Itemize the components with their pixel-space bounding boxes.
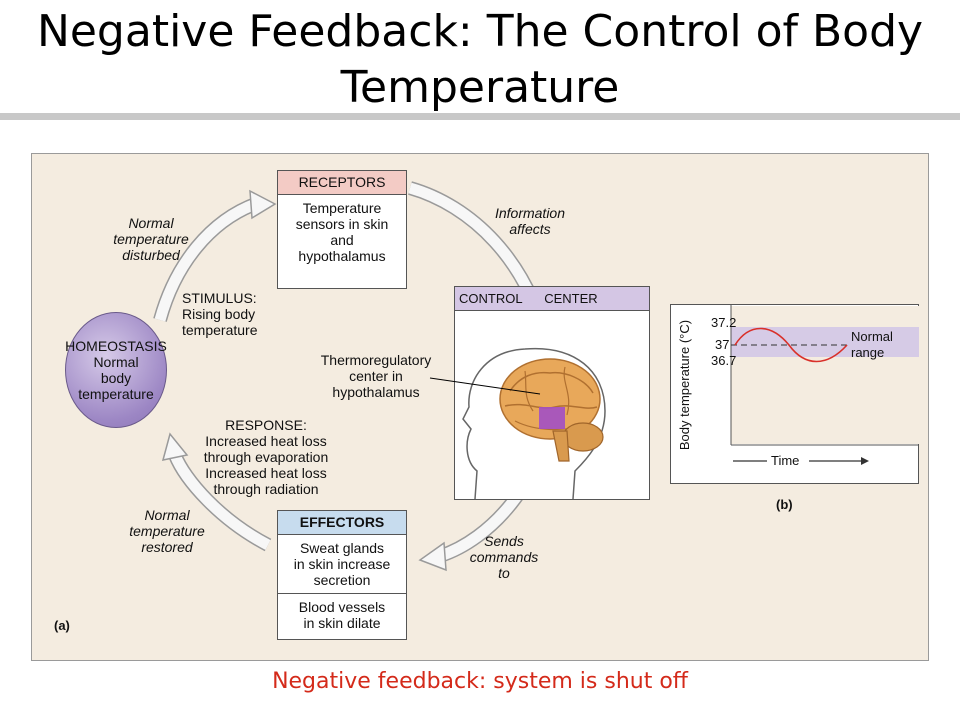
homeostasis-circle: HOMEOSTASIS Normal body temperature <box>65 312 167 428</box>
effectors-body-vessels: Blood vessels in skin dilate <box>278 593 406 636</box>
receptors-line: sensors in skin <box>295 216 389 232</box>
label-line: Increased heat loss <box>205 465 327 481</box>
label-line: Information <box>494 205 566 221</box>
receptors-body: Temperature sensors in skin and hypothal… <box>278 195 406 269</box>
receptors-box: RECEPTORS Temperature sensors in skin an… <box>277 170 407 289</box>
effectors-line: in skin dilate <box>303 615 381 631</box>
label-line: Increased heat loss <box>205 433 327 449</box>
label-line: through radiation <box>213 481 319 497</box>
effectors-body-sweat: Sweat glands in skin increase secretion <box>278 535 406 593</box>
graph-plot-area <box>731 306 919 444</box>
label-line: Rising body <box>182 306 256 322</box>
graph-svg <box>730 305 919 465</box>
slide-title: Negative Feedback: The Control of Body T… <box>36 6 924 113</box>
homeostasis-line: Normal <box>93 354 139 370</box>
label-line: restored <box>141 539 193 555</box>
tick-label: 37 <box>715 337 730 352</box>
footer-note: Negative feedback: system is shut off <box>272 669 688 694</box>
receptors-header: RECEPTORS <box>278 171 406 195</box>
effectors-header: EFFECTORS <box>278 511 406 535</box>
temperature-curve <box>734 327 848 363</box>
effectors-line: Sweat glands <box>299 540 385 556</box>
label-restored: Normal temperature restored <box>112 507 222 555</box>
range-line: Normal <box>851 329 893 344</box>
label-thermoregulatory: Thermoregulatory center in hypothalamus <box>306 352 446 400</box>
label-line: hypothalamus <box>332 384 420 400</box>
label-line: Normal <box>128 215 174 231</box>
label-information: Information affects <box>478 205 582 237</box>
label-line: temperature <box>129 523 205 539</box>
label-line: Sends <box>484 533 524 549</box>
normal-range-band <box>731 327 919 357</box>
label-disturbed: Normal temperature disturbed <box>96 215 206 263</box>
label-line: temperature <box>113 231 189 247</box>
graph-y-label: Body temperature (°C) <box>677 319 692 451</box>
arrowhead-receptors <box>249 189 277 220</box>
label-line: through evaporation <box>203 449 329 465</box>
arrowhead-homeostasis <box>161 432 189 461</box>
receptors-line: hypothalamus <box>298 248 386 264</box>
normal-range-label: Normal range <box>851 329 893 361</box>
label-line: STIMULUS: <box>182 290 257 306</box>
panel-label-b: (b) <box>776 497 793 512</box>
label-response: RESPONSE: Increased heat loss through ev… <box>190 417 342 497</box>
arrowhead-effectors <box>418 541 447 572</box>
homeostasis-line: HOMEOSTASIS <box>65 338 167 354</box>
thermoregulatory-region <box>539 407 565 429</box>
control-center-header: CONTROL CENTER <box>455 287 649 311</box>
receptors-line: and <box>330 232 354 248</box>
homeostasis-line: temperature <box>78 386 154 402</box>
label-line: commands <box>469 549 539 565</box>
temperature-graph: 37.2 37 36.7 Normal range Time Body temp… <box>670 304 919 484</box>
time-arrowhead <box>861 457 869 465</box>
brain-icon <box>499 358 601 440</box>
label-stimulus: STIMULUS: Rising body temperature <box>182 290 294 338</box>
label-line: disturbed <box>122 247 180 263</box>
effectors-box: EFFECTORS Sweat glands in skin increase … <box>277 510 407 640</box>
label-line: center in <box>349 368 403 384</box>
control-center-box: CONTROL CENTER <box>454 286 650 500</box>
label-line: Thermoregulatory <box>320 352 432 368</box>
effectors-line: in skin increase <box>293 556 391 572</box>
panel-label-a: (a) <box>54 618 70 633</box>
label-sends: Sends commands to <box>462 533 546 581</box>
graph-x-label: Time <box>771 453 800 468</box>
label-line: to <box>498 565 510 581</box>
receptors-line: Temperature <box>302 200 382 216</box>
range-line: range <box>851 345 885 360</box>
title-divider <box>0 113 960 120</box>
label-line: temperature <box>182 322 258 338</box>
label-line: Normal <box>144 507 190 523</box>
control-header-left: CONTROL <box>459 291 523 306</box>
effectors-line: secretion <box>313 572 371 588</box>
brain-head-illustration <box>462 347 606 500</box>
tick-label: 37.2 <box>711 315 737 330</box>
control-header-right: CENTER <box>544 291 598 306</box>
tick-label: 36.7 <box>711 353 737 368</box>
effectors-line: Blood vessels <box>298 599 386 615</box>
label-line: affects <box>509 221 551 237</box>
label-line: RESPONSE: <box>225 417 307 433</box>
homeostasis-line: body <box>100 370 132 386</box>
